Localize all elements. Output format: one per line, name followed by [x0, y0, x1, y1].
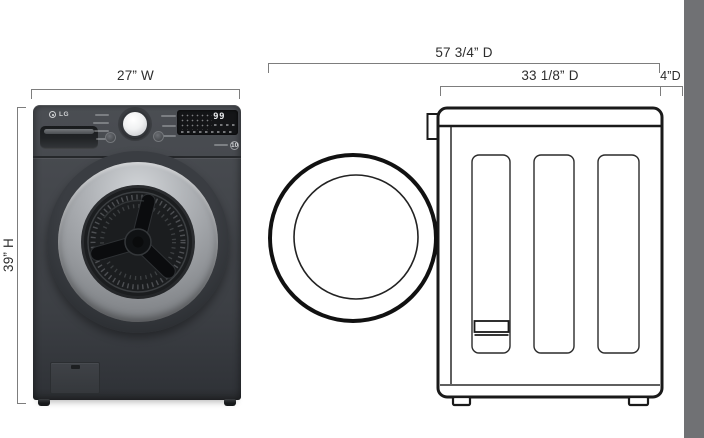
cycle-label-mark	[162, 125, 176, 127]
side-door-outer-circle	[268, 153, 438, 323]
side-clearance-tick	[660, 86, 662, 96]
side-foot-left	[451, 395, 472, 407]
side-foot-right	[627, 395, 650, 407]
display-text-row	[214, 124, 235, 126]
access-panel-latch	[71, 365, 80, 369]
drum-pattern	[84, 188, 192, 296]
side-total-depth-bracket	[268, 63, 660, 73]
cycle-label-mark	[93, 122, 109, 124]
washer-side-view	[268, 106, 664, 407]
side-door-inner-circle	[293, 174, 419, 300]
door-glass	[84, 188, 192, 296]
lg-logo: LG	[49, 111, 69, 118]
detergent-drawer	[40, 126, 98, 149]
badge-ten-text: 10	[230, 140, 239, 150]
side-drain-cover	[473, 320, 510, 333]
front-height-label: 39” H	[0, 238, 16, 273]
front-width-bracket	[31, 89, 240, 99]
start-button	[153, 131, 164, 142]
washer-foot-left	[38, 399, 50, 406]
lg-face-icon	[49, 111, 56, 118]
front-width-label: 27” W	[116, 68, 154, 83]
side-panel-groove-3	[597, 154, 640, 354]
lg-brand-text: LG	[59, 111, 70, 118]
cycle-label-mark	[96, 138, 109, 140]
direct-drive-badge: 10	[203, 140, 239, 150]
cycle-label-mark	[94, 130, 109, 132]
side-cabinet-depth-bracket	[440, 86, 683, 96]
access-panel	[50, 362, 100, 394]
display-time: 99	[213, 112, 225, 122]
cycle-label-mark	[161, 115, 176, 117]
side-total-depth-label: 57 3/4” D	[435, 45, 493, 60]
washer-front-view: LG 99 10	[33, 105, 241, 406]
side-wall-clearance-label: 4”D	[660, 69, 681, 83]
side-cabinet-depth-label: 33 1/8” D	[521, 68, 579, 83]
cycle-dial	[121, 110, 149, 138]
badge-swirl-icon	[214, 144, 228, 146]
front-height-bracket	[17, 107, 26, 404]
display-indicator-grid	[180, 113, 212, 130]
washer-foot-right	[224, 399, 236, 406]
display-panel: 99	[177, 110, 238, 135]
drawer-handle	[44, 129, 94, 134]
power-button	[105, 132, 116, 143]
cycle-label-mark	[161, 135, 176, 137]
display-text-row	[181, 131, 235, 133]
side-panel-groove-1	[471, 154, 511, 354]
side-panel-groove-2	[533, 154, 575, 354]
wall	[684, 0, 704, 438]
cycle-label-mark	[95, 114, 109, 116]
